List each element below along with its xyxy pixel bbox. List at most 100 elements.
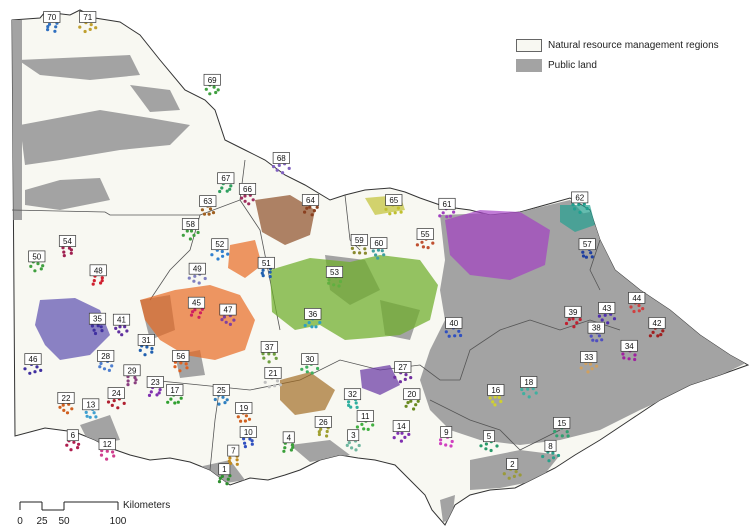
site-cluster-dot [310, 213, 314, 217]
site-cluster-dot [92, 328, 96, 332]
site-marker-29: 29 [123, 364, 141, 387]
site-cluster-dot [633, 353, 637, 357]
site-cluster-dot [211, 211, 216, 215]
site-label-text: 42 [653, 319, 662, 328]
site-cluster-dot [216, 257, 220, 261]
site-label-text: 31 [142, 336, 151, 345]
site-cluster-dot [214, 90, 218, 95]
site-cluster-dot [347, 441, 351, 445]
site-marker-7: 7 [227, 444, 240, 466]
site-label-text: 60 [374, 239, 383, 248]
site-marker-27: 27 [393, 361, 413, 384]
site-cluster-dot [648, 334, 653, 338]
site-cluster-dot [220, 318, 224, 322]
site-marker-2: 2 [502, 458, 522, 480]
site-label-box [416, 228, 434, 240]
site-label-text: 63 [203, 197, 212, 206]
site-cluster-dot [208, 207, 213, 211]
site-label-box [181, 218, 200, 230]
site-cluster-dot [208, 92, 212, 96]
site-cluster-dot [307, 321, 311, 325]
site-marker-65: 65 [384, 194, 403, 216]
site-cluster-dot [641, 307, 645, 311]
site-label-text: 26 [319, 418, 328, 427]
site-marker-46: 46 [23, 353, 43, 375]
site-label-text: 69 [208, 76, 217, 85]
site-label-box [227, 444, 240, 457]
site-marker-3: 3 [345, 429, 361, 452]
site-label-text: 62 [575, 193, 584, 202]
site-cluster-dot [595, 364, 599, 368]
site-cluster-dot [345, 443, 349, 447]
site-marker-31: 31 [137, 334, 155, 357]
site-marker-70: 70 [43, 11, 61, 33]
site-cluster-dot [404, 404, 408, 408]
site-marker-24: 24 [106, 387, 126, 410]
site-cluster-dot [143, 353, 147, 357]
site-cluster-dot [176, 400, 180, 404]
site-label-text: 66 [243, 185, 252, 194]
site-cluster-dot [210, 253, 214, 257]
site-cluster-dot [185, 366, 189, 370]
site-cluster-dot [228, 187, 232, 191]
scale-tick-0: 0 [17, 516, 23, 527]
site-cluster-dot [347, 400, 351, 404]
site-cluster-dot [439, 438, 443, 442]
site-label-box [350, 234, 368, 246]
site-label-box [648, 317, 666, 329]
site-cluster-dot [58, 405, 62, 409]
legend-label-nrm: Natural resource management regions [548, 39, 719, 51]
site-cluster-dot [221, 395, 225, 399]
site-marker-59: 59 [350, 234, 368, 255]
site-label-text: 20 [407, 390, 416, 399]
site-cluster-dot [363, 247, 367, 251]
site-cluster-dot [197, 315, 201, 319]
site-label-box [82, 398, 100, 411]
site-label-text: 44 [632, 294, 641, 303]
site-cluster-dot [310, 325, 314, 329]
site-cluster-dot [134, 378, 138, 382]
site-label-box [88, 312, 107, 325]
site-label-text: 1 [222, 465, 227, 474]
site-cluster-dot [227, 459, 231, 463]
site-cluster-dot [145, 345, 149, 349]
site-cluster-dot [157, 391, 161, 395]
site-label-box [440, 426, 453, 438]
site-label-text: 2 [510, 460, 515, 469]
site-cluster-dot [62, 254, 66, 258]
site-cluster-dot [314, 325, 318, 329]
site-cluster-dot [242, 437, 246, 441]
site-marker-23: 23 [146, 376, 164, 397]
site-cluster-dot [218, 476, 222, 480]
site-cluster-dot [65, 411, 70, 415]
site-cluster-dot [444, 443, 448, 447]
site-marker-55: 55 [415, 228, 435, 250]
site-label-text: 33 [584, 353, 593, 362]
site-cluster-dot [578, 210, 582, 214]
site-label-box [506, 458, 519, 470]
scale-tick-100: 100 [109, 516, 127, 527]
site-cluster-dot [400, 431, 404, 435]
site-cluster-dot [226, 252, 230, 256]
site-cluster-dot [565, 430, 569, 434]
scale-bar-graphic [19, 501, 119, 511]
site-cluster-dot [169, 397, 173, 401]
site-label-box [598, 302, 616, 314]
site-cluster-dot [187, 276, 191, 280]
site-label-box [571, 191, 589, 204]
site-cluster-dot [661, 329, 665, 333]
site-cluster-dot [261, 352, 265, 356]
site-cluster-dot [603, 313, 607, 317]
site-cluster-dot [651, 330, 655, 334]
site-label-text: 41 [117, 316, 126, 325]
site-cluster-dot [534, 391, 538, 395]
site-cluster-dot [225, 189, 229, 193]
site-cluster-dot [493, 395, 497, 399]
site-label-box [325, 266, 344, 278]
site-label-text: 23 [151, 378, 160, 387]
site-label-text: 38 [592, 324, 601, 333]
site-label-text: 16 [491, 386, 500, 395]
site-cluster-dot [551, 456, 556, 460]
site-cluster-dot [99, 453, 104, 457]
site-cluster-dot [191, 310, 195, 314]
